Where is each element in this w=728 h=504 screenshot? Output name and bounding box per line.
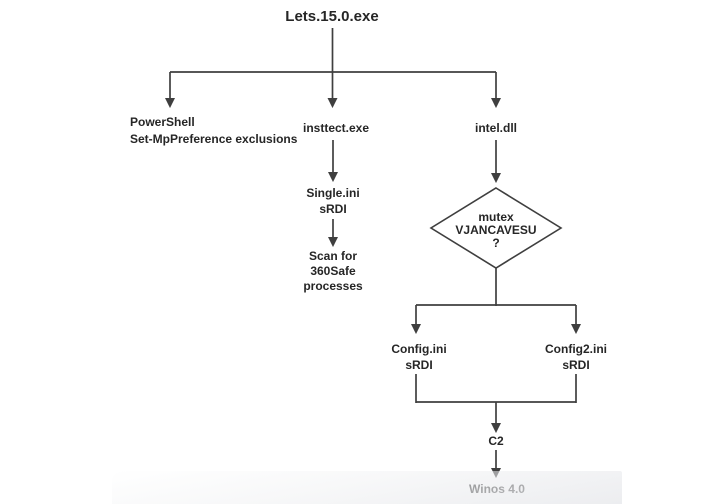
node-mutex-decision-label: mutex VJANCAVESU ? [455,211,536,250]
node-scan-line1: Scan for [308,249,357,263]
node-single-ini-line2: sRDI [319,202,347,216]
node-mutex-line2: VJANCAVESU [455,223,537,237]
node-mutex-line1: mutex [478,210,514,224]
node-config-ini-line1: Config.ini [391,342,447,356]
node-c2: C2 [488,434,504,448]
node-scan-line3: processes [303,279,363,293]
node-intel-dll: intel.dll [475,121,517,135]
node-config2-ini-srdi: Config2.ini sRDI [545,341,607,373]
node-config2-ini-line2: sRDI [562,358,590,372]
node-scan-360safe: Scan for 360Safe processes [303,249,362,294]
node-scan-line2: 360Safe [310,264,356,278]
page-bottom-shade [112,471,622,504]
node-single-ini-line1: Single.ini [306,186,360,200]
node-config2-ini-line1: Config2.ini [545,342,607,356]
node-powershell-line1: PowerShell [130,115,195,129]
node-powershell-line2: Set-MpPreference exclusions [130,132,298,146]
node-insttect-exe: insttect.exe [302,121,370,135]
node-root-exe: Lets.15.0.exe [285,8,379,25]
node-single-ini-srdi: Single.ini sRDI [306,185,359,217]
node-mutex-line3: ? [492,236,500,250]
node-powershell-exclusions: PowerShell Set-MpPreference exclusions [130,114,297,148]
node-config-ini-line2: sRDI [405,358,433,372]
node-config-ini-srdi: Config.ini sRDI [391,341,446,373]
